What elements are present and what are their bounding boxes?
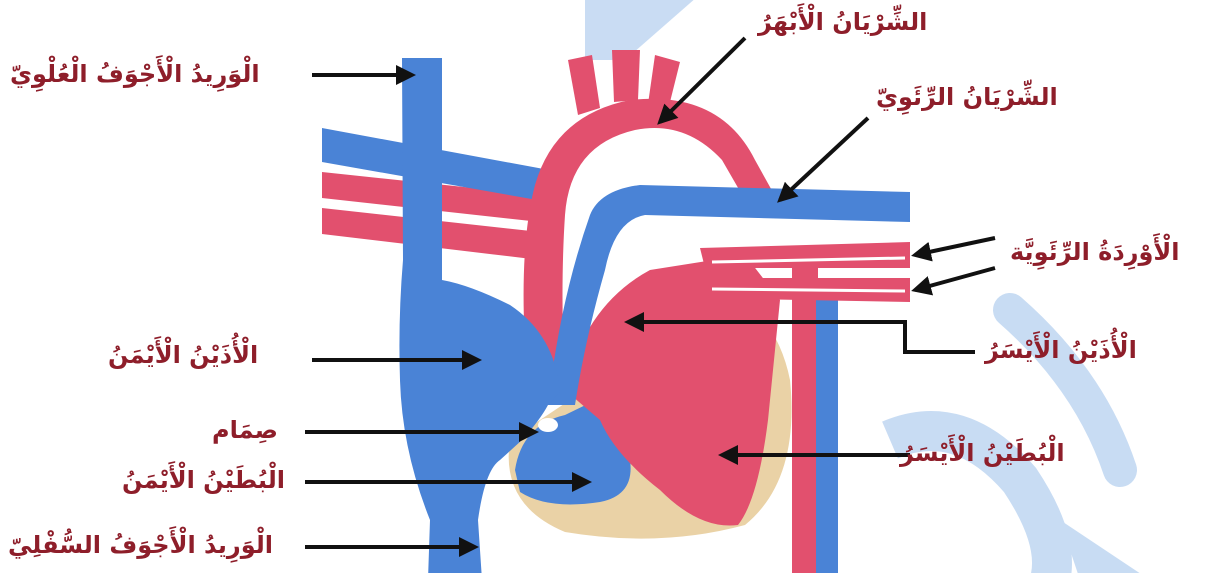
valve-shape: [538, 418, 558, 432]
label-valve: صِمَام: [212, 418, 278, 442]
label-inferior-vena-cava: الْوَرِيدُ الْأَجْوَفُ السُّفْلِيّ: [8, 533, 273, 557]
label-pulmonary-veins: الْأَوْرِدَةُ الرِّئَوِيَّة: [1010, 240, 1179, 264]
label-left-ventricle: الْبُطَيْنُ الْأَيْسَرُ: [900, 441, 1065, 465]
pulmonary-vessel-blue-right: [816, 290, 838, 573]
label-superior-vena-cava: الْوَرِيدُ الْأَجْوَفُ الْعُلْوِيّ: [10, 62, 260, 86]
label-aorta: الشِّرْيَانُ الْأَبْهَرُ: [758, 10, 927, 34]
label-left-atrium: الْأُذَيْنُ الْأَيْسَرُ: [985, 338, 1137, 362]
aorta-branch-2: [612, 50, 640, 102]
label-right-atrium: الْأُذَيْنُ الْأَيْمَنُ: [108, 343, 258, 367]
pulmonary-vein-right-upper: [700, 242, 910, 268]
label-right-ventricle: الْبُطَيْنُ الْأَيْمَنُ: [122, 468, 285, 492]
label-pulmonary-artery: الشِّرْيَانُ الرِّئَوِيّ: [876, 85, 1058, 109]
aorta-branch-1: [568, 55, 600, 115]
